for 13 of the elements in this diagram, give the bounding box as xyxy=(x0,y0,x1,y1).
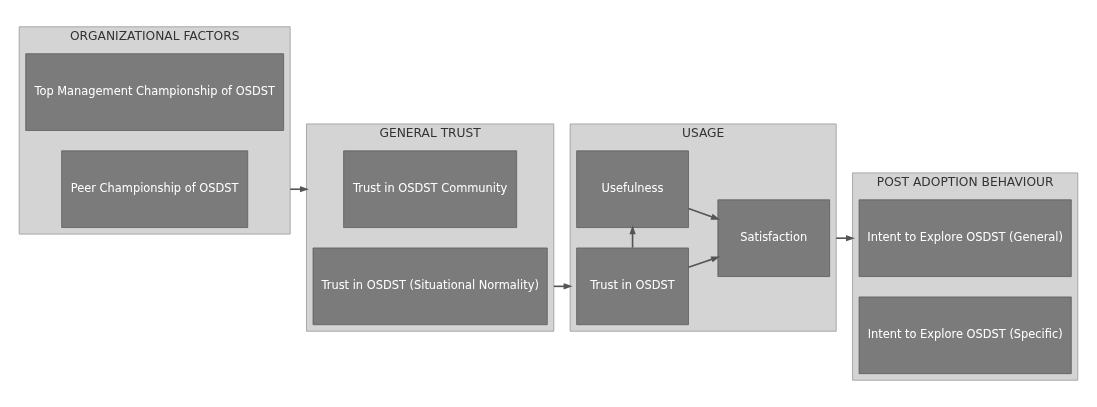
node-box: Usefulness xyxy=(576,150,689,228)
arrow xyxy=(289,186,309,193)
node-box: Trust in OSDST xyxy=(576,247,689,326)
arrow xyxy=(687,207,721,220)
node-box: Intent to Explore OSDST (General) xyxy=(858,199,1072,277)
arrow xyxy=(835,235,855,242)
node-box: Top Management Championship of OSDST xyxy=(25,53,285,131)
node-box: Intent to Explore OSDST (Specific) xyxy=(858,296,1072,375)
node-box: Peer Championship of OSDST xyxy=(61,150,249,228)
node-box: Trust in OSDST (Situational Normality) xyxy=(312,247,548,326)
arrow xyxy=(687,256,721,269)
node-box: Trust in OSDST Community xyxy=(343,150,518,228)
node-box: Satisfaction xyxy=(717,199,831,277)
